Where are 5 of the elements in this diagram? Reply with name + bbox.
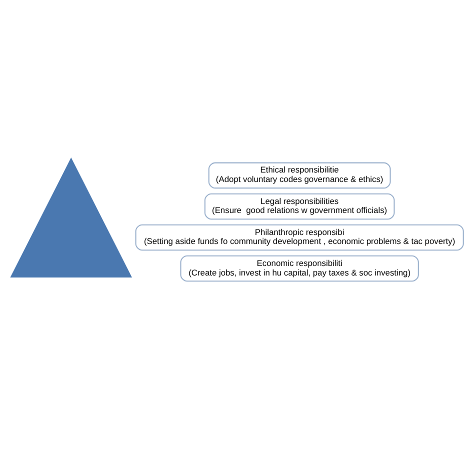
node-box: Legal responsibilities (Ensure good relations w government officials) bbox=[204, 192, 395, 220]
node-box: Economic responsibiliti (Create jobs, invest in hu capital, pay taxes & soc investing) bbox=[180, 254, 419, 282]
node-box: Philanthropic responsibi (Setting aside funds fo community development , economic problems & tac poverty) bbox=[135, 224, 464, 250]
node-triangle bbox=[10, 157, 132, 277]
node-box: Ethical responsibilitie (Adopt voluntary codes governance & ethics) bbox=[208, 162, 391, 188]
